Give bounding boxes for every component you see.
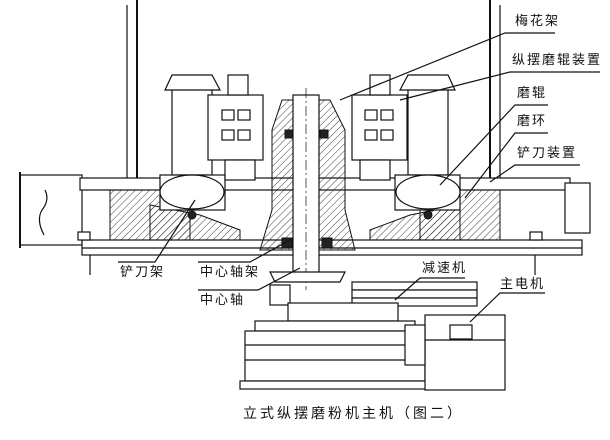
left-roller-assembly: [159, 74, 264, 220]
label-center-shaft-frame: 中心轴架: [200, 265, 260, 280]
label-plum-frame: 梅花架: [515, 13, 560, 29]
label-roller: 磨辊: [517, 86, 547, 101]
right-roller-assembly: [351, 74, 461, 220]
label-swing-roller-device: 纵摆磨辊装置: [512, 53, 602, 68]
label-shovel-device: 铲刀装置: [517, 146, 577, 161]
label-main-motor: 主电机: [500, 277, 545, 292]
diagram-caption: 立式纵摆磨粉机主机（图二）: [243, 406, 464, 422]
center-shaft: [259, 88, 356, 290]
leader-lines: [118, 32, 600, 323]
inlet-duct: [19, 172, 83, 248]
main-motor: [404, 314, 506, 391]
grinding-ring: [149, 204, 461, 241]
housing: [126, 0, 501, 178]
reducer: [239, 281, 478, 390]
label-reducer: 减速机: [422, 261, 467, 276]
label-ring: 磨环: [517, 114, 547, 129]
label-shovel-frame: 铲刀架: [120, 265, 165, 280]
label-center-shaft: 中心轴: [200, 293, 245, 308]
